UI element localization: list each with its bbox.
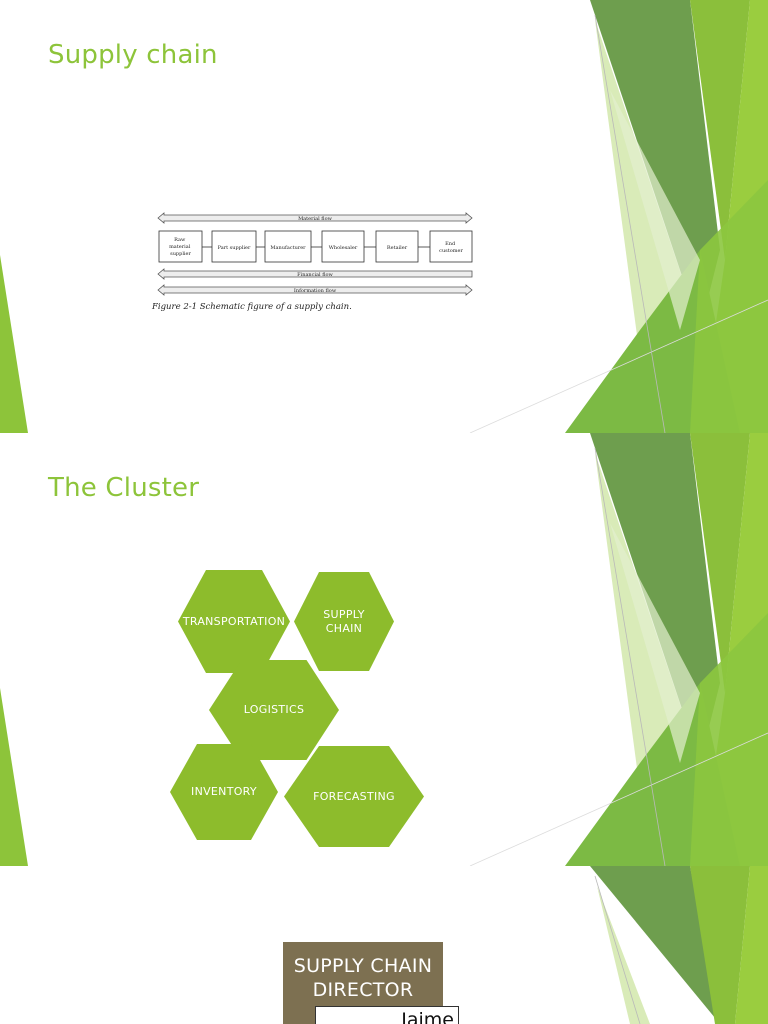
node-label-end-customer: End customer: [439, 241, 463, 254]
hexagon-inventory: INVENTORY: [170, 744, 278, 840]
slide-director: SUPPLY CHAIN DIRECTOR Jaime: [0, 866, 768, 1024]
slide-decoration: [590, 866, 768, 1024]
hexagon-label: FORECASTING: [313, 789, 395, 803]
hexagon-label: INVENTORY: [191, 785, 257, 798]
node-retailer: Retailer: [375, 230, 419, 263]
director-card-line1: SUPPLY CHAIN: [293, 955, 433, 977]
information-flow-label: Information flow: [294, 288, 337, 294]
node-label-manufacturer: Manufacturer: [270, 245, 306, 251]
hexagon-label: TRANSPORTATION: [182, 614, 286, 628]
node-wholesaler: Wholesaler: [321, 230, 365, 263]
node-label-line: material: [169, 244, 191, 250]
slide-decoration: [0, 0, 768, 433]
financial-flow-label: Financial flow: [297, 272, 333, 278]
node-end-customer: End customer: [429, 230, 473, 263]
hexagon-label: LOGISTICS: [243, 703, 305, 716]
slide-decoration: [0, 433, 768, 866]
figure-caption: Figure 2-1 Schematic figure of a supply …: [151, 302, 352, 312]
node-label-wholesaler: Wholesaler: [329, 245, 358, 251]
node-raw-material-supplier: Raw material supplier: [158, 230, 203, 263]
information-flow-arrow: Information flow: [157, 284, 473, 296]
financial-flow-arrow: Financial flow: [157, 268, 473, 280]
material-flow-label: Material flow: [298, 216, 333, 222]
slide-supply-chain: Supply chain Material flow Raw material …: [0, 0, 768, 433]
hexagon-transportation: TRANSPORTATION: [178, 570, 290, 673]
node-manufacturer: Manufacturer: [264, 230, 312, 263]
slide-title: The Cluster: [48, 473, 200, 503]
slide-title: Supply chain: [48, 40, 218, 70]
director-card-line2: DIRECTOR: [312, 979, 414, 1001]
node-label-line: customer: [439, 248, 463, 254]
node-label-retailer: Retailer: [387, 245, 408, 251]
node-label-part-supplier: Part supplier: [218, 245, 251, 251]
hexagon-label: SUPPLY CHAIN: [323, 607, 365, 635]
node-label-raw-material-supplier: Raw material supplier: [169, 237, 192, 257]
node-label-line: Raw: [174, 237, 186, 243]
node-part-supplier: Part supplier: [211, 230, 257, 263]
name-tag: Jaime: [315, 1006, 459, 1024]
node-label-line: End: [445, 241, 456, 247]
supply-chain-figure: Material flow Raw material supplier Part…: [151, 212, 473, 312]
slide-the-cluster: The Cluster TRANSPORTATION SUPPLY CHAIN …: [0, 433, 768, 866]
material-flow-arrow: Material flow: [157, 212, 473, 224]
node-label-line: supplier: [170, 251, 191, 257]
hexagon-logistics: LOGISTICS: [209, 660, 339, 760]
